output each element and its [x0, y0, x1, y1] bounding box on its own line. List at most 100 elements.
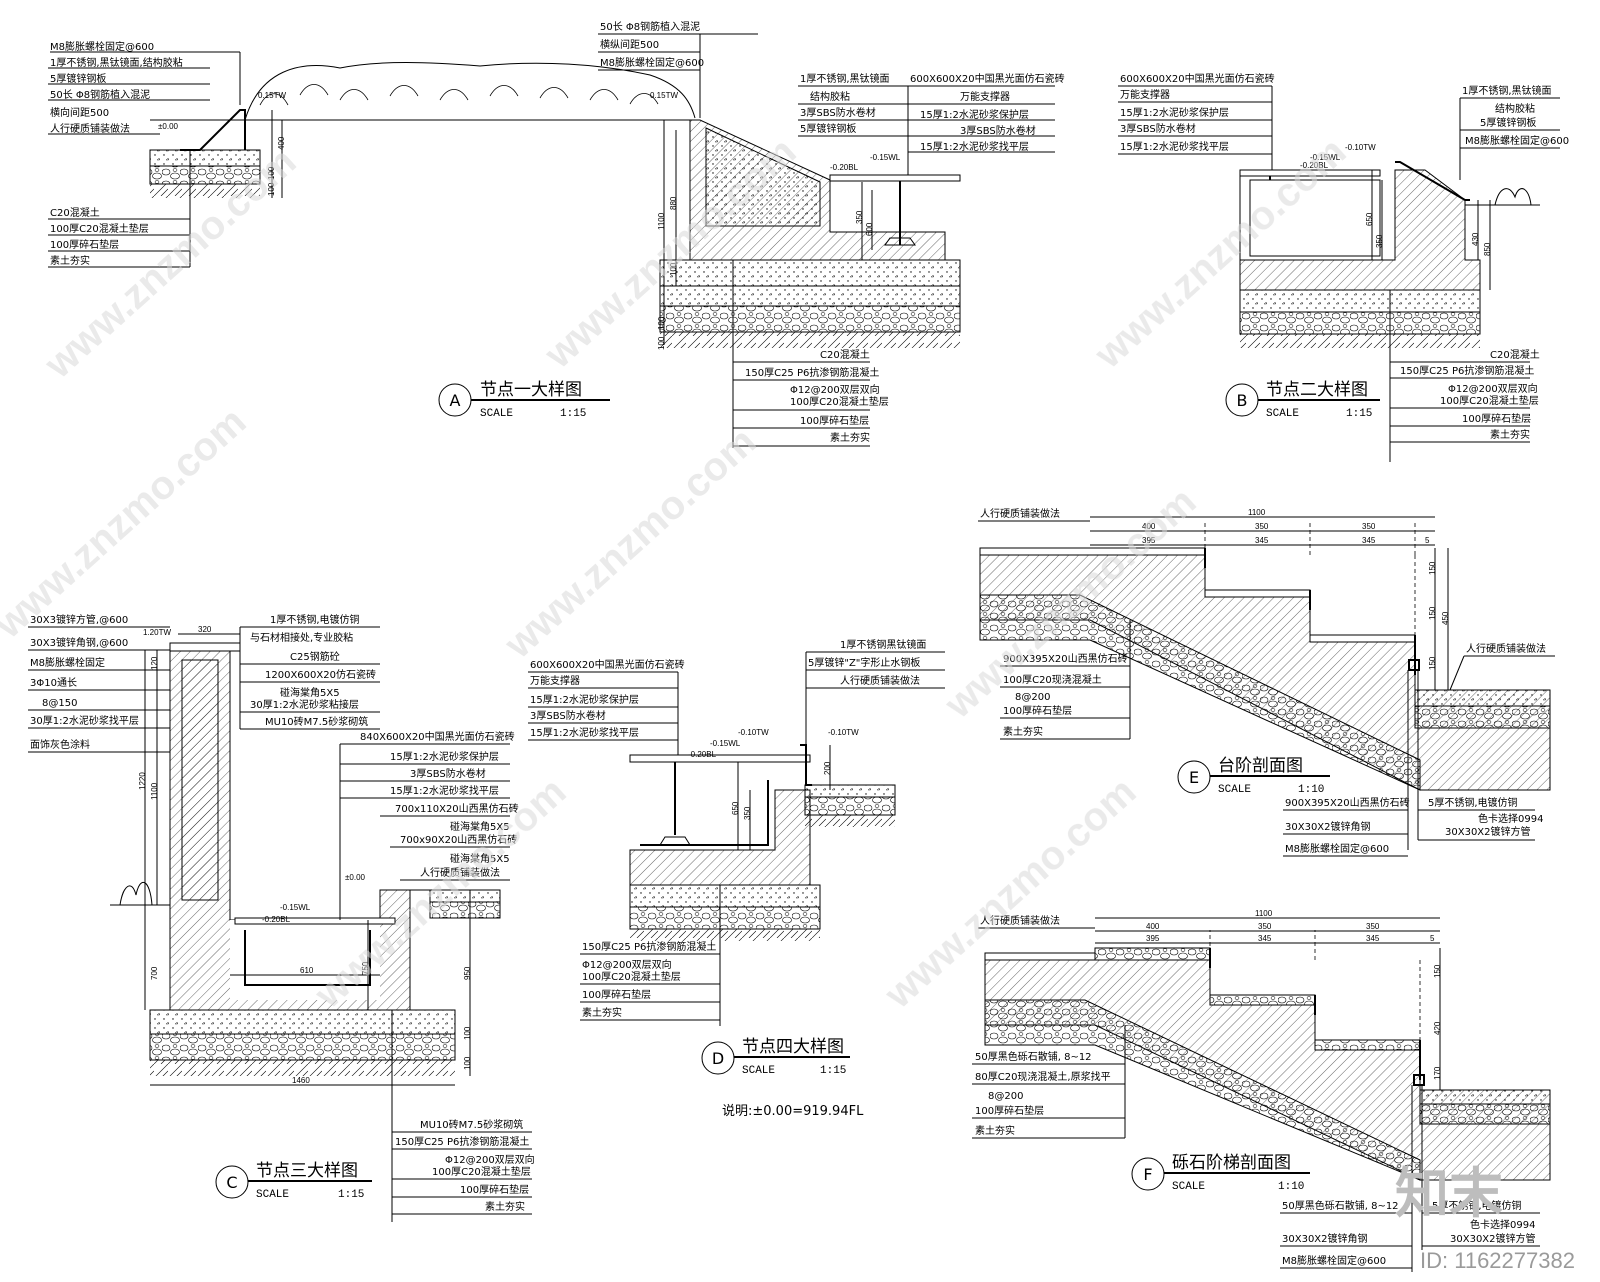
- label: 150厚C25 P6抗渗钢筋混凝土: [745, 366, 879, 379]
- svg-text:1460: 1460: [292, 1076, 310, 1085]
- label: C20混凝土: [820, 348, 870, 361]
- svg-text:320: 320: [198, 625, 212, 634]
- scale-value: 1:10: [1298, 784, 1324, 796]
- callouts-e: 人行硬质铺装做法 人行硬质铺装做法 900X395X20山西黑仿石砖 100厚C…: [978, 507, 1555, 857]
- svg-text:350: 350: [1362, 522, 1376, 531]
- water-basin: [1249, 179, 1381, 257]
- drawing-letter: D: [712, 1049, 724, 1068]
- wall-column: [181, 659, 219, 901]
- label: 100厚碎石垫层: [800, 414, 869, 427]
- callouts-a-left: M8膨胀螺栓固定@600 1厚不锈钢,黑钛镜面,结构胶粘 5厚镀锌钢板 50长 …: [48, 40, 241, 135]
- drawing-b: 600X600X20中国黑光面仿石瓷砖 万能支撑器 15厚1:2水泥砂浆保护层 …: [1118, 72, 1569, 462]
- label: 8@150: [42, 698, 77, 709]
- callouts-c-top: 1厚不锈钢,电镀仿铜 与石材相接处,专业胶粘 C25钢筋砼 1200X600X2…: [239, 613, 380, 730]
- dims-d: 650 350 200: [731, 745, 832, 850]
- svg-text:400: 400: [1142, 522, 1156, 531]
- gravel-topping: [1314, 1039, 1421, 1051]
- steel-tube: [1408, 659, 1420, 671]
- level: -0.20BL: [688, 750, 717, 759]
- label: 碰海棠角5X5: [280, 686, 340, 699]
- paving-layer: [1414, 689, 1551, 707]
- label: 600X600X20中国黑光面仿石瓷砖: [1120, 72, 1275, 85]
- svg-text:395: 395: [1146, 934, 1160, 943]
- tread-stone: [1309, 634, 1416, 643]
- label: 素土夯实: [50, 254, 90, 267]
- label: 色卡选择0994: [1470, 1218, 1535, 1231]
- svg-text:345: 345: [1255, 536, 1269, 545]
- paving-layer: [1419, 1089, 1551, 1105]
- label: 100厚碎石垫层: [50, 238, 119, 251]
- svg-text:850: 850: [1483, 242, 1492, 256]
- level: -0.10TW: [1345, 143, 1376, 152]
- levels-a: ±0.00 0.15TW 0.15TW -0.20BL -0.15WL: [158, 91, 901, 172]
- dims-f-right: 150 420 170: [1433, 948, 1442, 1090]
- svg-text:650: 650: [1365, 212, 1374, 226]
- dims-e-top: 1100 400 350 350 395 345 345 5: [1090, 508, 1435, 546]
- label: 3Φ10通长: [30, 677, 77, 689]
- label: 15厚1:2水泥砂浆保护层: [920, 108, 1029, 121]
- label: 人行硬质铺装做法: [1466, 642, 1546, 655]
- drawing-title: 台阶剖面图: [1218, 756, 1303, 776]
- svg-text:345: 345: [1362, 536, 1376, 545]
- coping-stone: [169, 642, 241, 652]
- label: 碰海棠角5X5: [450, 852, 510, 865]
- svg-text:350: 350: [1375, 234, 1384, 248]
- label: 700x90X20山西黑仿石砖: [400, 833, 517, 846]
- label: 面饰灰色涂料: [30, 738, 90, 751]
- level: 0.15TW: [258, 91, 286, 100]
- drawing-d: 600X600X20中国黑光面仿石瓷砖 万能支撑器 15厚1:2水泥砂浆保护层 …: [528, 638, 945, 1119]
- label: 30厚1:2水泥砂浆找平层: [30, 714, 139, 727]
- label: 100厚碎石垫层: [582, 988, 651, 1001]
- tile-layer: [629, 754, 811, 763]
- label: 100厚C20现浇混凝土: [1003, 673, 1102, 686]
- svg-text:430: 430: [1471, 232, 1480, 246]
- drawing-c: 30X3镀锌方管,@600 30X3镀锌角钢,@600 M8膨胀螺栓固定 3Φ1…: [28, 613, 535, 1222]
- tile-layer: [829, 174, 961, 182]
- label: 3厚SBS防水卷材: [1120, 122, 1196, 135]
- level: -0.10TW: [828, 728, 859, 737]
- scale-value: 1:10: [1278, 1181, 1304, 1193]
- dims-f-top: 1100 400 350 350 395 345 345 5: [1095, 909, 1440, 944]
- label: 100厚C20混凝土垫层: [432, 1165, 531, 1178]
- label: Φ12@200双层双向: [445, 1153, 535, 1166]
- scale-label: SCALE: [1218, 784, 1251, 796]
- label: M8膨胀螺栓固定@600: [1465, 134, 1569, 147]
- label: 横向间距500: [50, 106, 109, 119]
- gravel-topping: [1209, 994, 1316, 1006]
- label: 100厚碎石垫层: [975, 1104, 1044, 1117]
- svg-text:350: 350: [855, 210, 864, 224]
- label: 素土夯实: [1003, 725, 1043, 738]
- label: 素土夯实: [975, 1124, 1015, 1137]
- label: 万能支撑器: [1120, 88, 1170, 101]
- svg-text:450: 450: [1441, 611, 1450, 625]
- paving-layer: [804, 784, 896, 798]
- gravel-bed: [659, 305, 961, 333]
- svg-text:120: 120: [150, 656, 159, 670]
- label: 30X3镀锌角钢,@600: [30, 636, 128, 649]
- svg-text:1100: 1100: [657, 212, 666, 230]
- label: 15厚1:2水泥砂浆找平层: [1120, 140, 1229, 153]
- callouts-a-right: 1厚不锈钢,黑钛镜面 结构胶粘 3厚SBS防水卷材 5厚镀锌钢板 600X600…: [798, 72, 1065, 175]
- callouts-c-right: 840X600X20中国黑光面仿石瓷砖 15厚1:2水泥砂浆保护层 3厚SBS防…: [339, 730, 519, 920]
- planting-mound-outline: [244, 62, 696, 121]
- pedestal-base: [659, 836, 691, 846]
- title-block-c: C 节点三大样图 SCALE 1:15: [215, 1161, 372, 1201]
- scale-label: SCALE: [256, 1189, 289, 1201]
- label: 700x110X20山西黑仿石砖: [395, 802, 519, 815]
- label: 8@200: [1015, 692, 1050, 703]
- callouts-b-left: 600X600X20中国黑光面仿石瓷砖 万能支撑器 15厚1:2水泥砂浆保护层 …: [1118, 72, 1275, 170]
- drawing-title: 节点三大样图: [256, 1161, 358, 1181]
- scale-label: SCALE: [742, 1065, 775, 1077]
- gravel-layer: [429, 901, 501, 919]
- level: -0.10TW: [738, 728, 769, 737]
- levels-d: -0.10TW -0.15WL -0.20BL -0.10TW: [688, 728, 859, 759]
- scale-label: SCALE: [1266, 408, 1299, 420]
- svg-text:100: 100: [463, 1056, 472, 1070]
- earth-bed: [630, 929, 820, 941]
- callouts-f: 人行硬质铺装做法 50厚黑色砾石散铺, 8~12 80厚C20现浇混凝土,原浆找…: [972, 914, 1540, 1272]
- label: 5厚不锈钢,电镀仿铜: [1428, 796, 1518, 809]
- label: 50长 Φ8钢筋植入混泥: [50, 88, 150, 101]
- level: -0.15WL: [1310, 153, 1341, 162]
- svg-text:1220: 1220: [138, 772, 147, 790]
- dims-e-right: 150 150 450 150: [1428, 548, 1450, 690]
